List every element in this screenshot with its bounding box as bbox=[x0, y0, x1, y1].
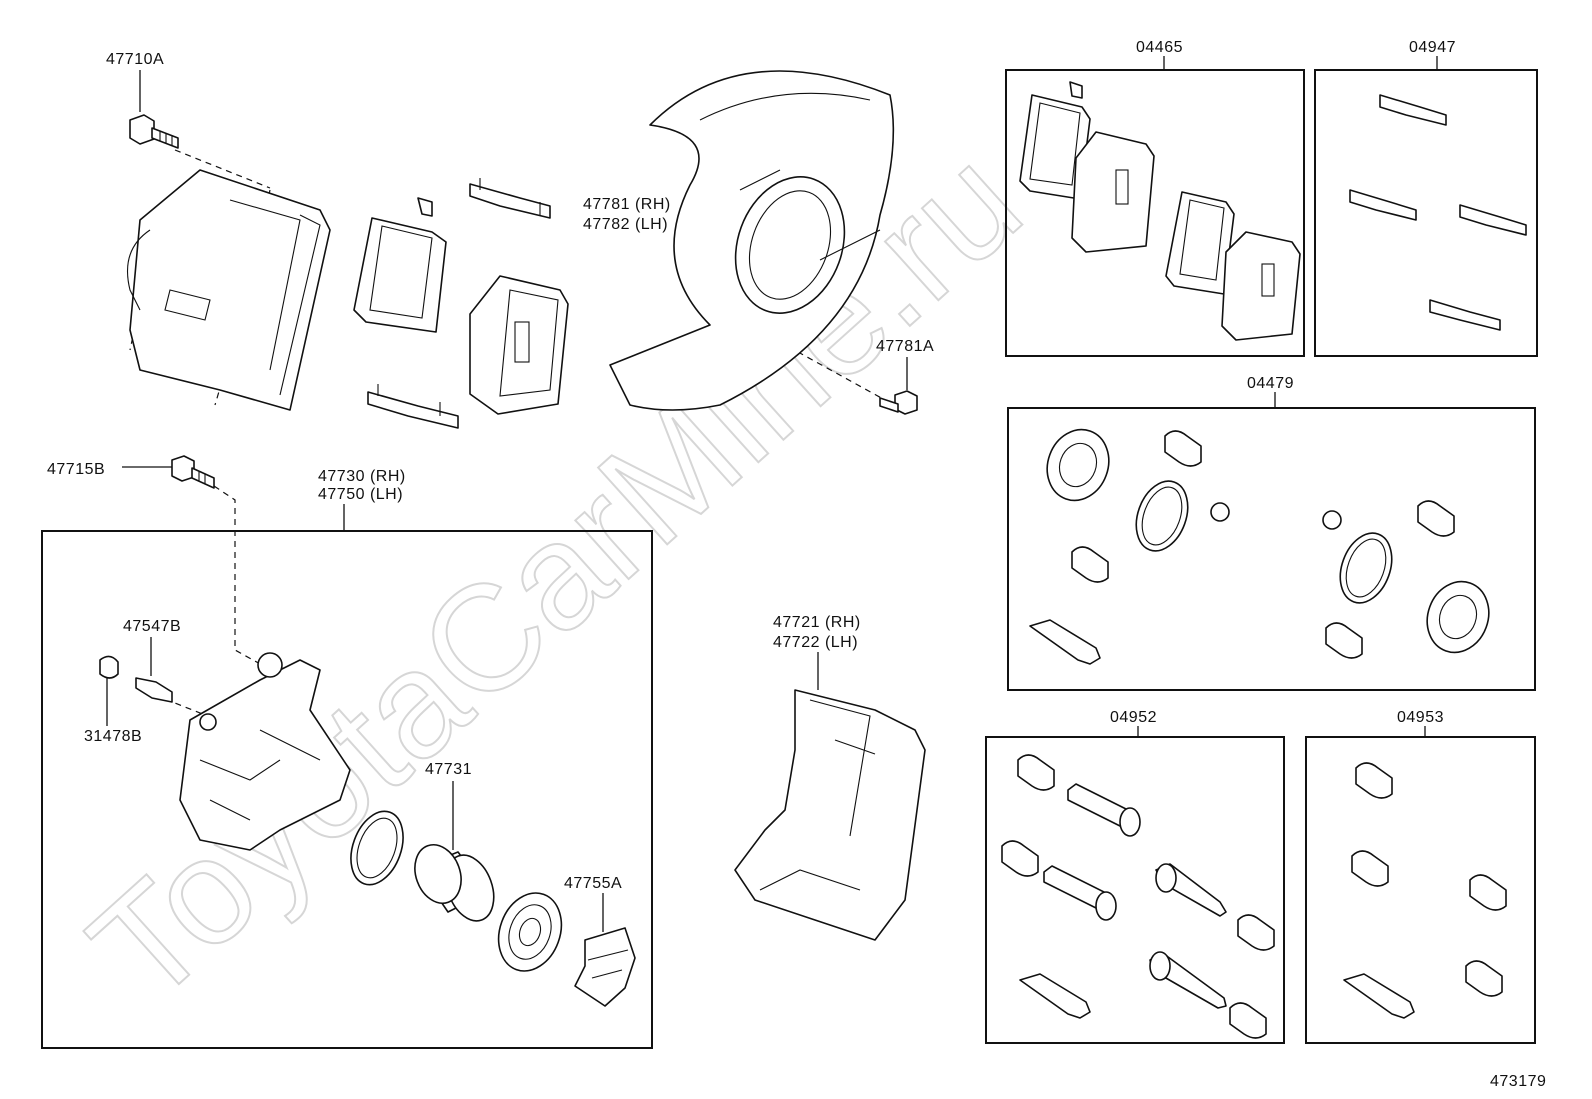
label-47750-lh[interactable]: 47750 (LH) bbox=[318, 486, 403, 503]
caliper-cylinder-icon[interactable] bbox=[179, 652, 351, 851]
kit-04479-boot-right-icon[interactable] bbox=[1417, 573, 1498, 661]
kit-04479-cap-2-icon[interactable] bbox=[1322, 510, 1342, 530]
label-04953[interactable]: 04953 bbox=[1397, 709, 1444, 726]
brake-pad-inner-icon[interactable] bbox=[353, 197, 447, 333]
label-47715B[interactable]: 47715B bbox=[47, 461, 105, 478]
kit-04947-shim-4-icon[interactable] bbox=[1429, 299, 1501, 331]
bolt-47781A-icon[interactable] bbox=[879, 390, 918, 415]
label-31478B[interactable]: 31478B bbox=[84, 728, 142, 745]
bolt-47710A-icon[interactable] bbox=[129, 114, 179, 149]
anti-squeal-shim-top-icon[interactable] bbox=[469, 178, 551, 219]
label-04952[interactable]: 04952 bbox=[1110, 709, 1157, 726]
kit-04465-box bbox=[1005, 69, 1305, 357]
kit-04479-boot-left-icon[interactable] bbox=[1037, 421, 1118, 509]
label-47781A[interactable]: 47781A bbox=[876, 338, 934, 355]
kit-04479-bush-3-icon[interactable] bbox=[1417, 500, 1455, 537]
kit-04953-grease-tube-icon[interactable] bbox=[1343, 973, 1415, 1019]
kit-04952-pin-1-icon[interactable] bbox=[1067, 783, 1141, 837]
label-47547B[interactable]: 47547B bbox=[123, 618, 181, 635]
kit-04953-bush-1-icon[interactable] bbox=[1355, 762, 1393, 799]
anti-squeal-shim-bottom-icon[interactable] bbox=[367, 384, 459, 429]
cap-31478B-icon[interactable] bbox=[99, 655, 119, 679]
disc-dust-cover-icon[interactable] bbox=[609, 70, 895, 411]
label-04947[interactable]: 04947 bbox=[1409, 39, 1456, 56]
brake-pad-outer-icon[interactable] bbox=[469, 275, 569, 415]
kit-04479-grease-tube-icon[interactable] bbox=[1029, 619, 1101, 665]
kit-04952-pin-3-icon[interactable] bbox=[1155, 863, 1227, 917]
kit-04952-bush-4-icon[interactable] bbox=[1229, 1002, 1267, 1039]
label-47710A[interactable]: 47710A bbox=[106, 51, 164, 68]
kit-04953-bush-4-icon[interactable] bbox=[1465, 960, 1503, 997]
kit-04465-pad-1-icon[interactable] bbox=[1019, 81, 1091, 200]
caliper-torque-plate-icon[interactable] bbox=[126, 169, 331, 411]
kit-04952-bush-3-icon[interactable] bbox=[1237, 914, 1275, 951]
kit-04479-seal-right-icon[interactable] bbox=[1331, 526, 1401, 610]
kit-04479-box bbox=[1007, 407, 1536, 691]
kit-04952-box bbox=[985, 736, 1285, 1044]
kit-04953-box bbox=[1305, 736, 1536, 1044]
kit-04479-bush-2-icon[interactable] bbox=[1071, 546, 1109, 583]
caliper-mounting-icon[interactable] bbox=[734, 689, 926, 941]
clip-47755A-icon[interactable] bbox=[574, 927, 636, 1007]
kit-04479-bush-1-icon[interactable] bbox=[1164, 430, 1202, 467]
label-47730-rh[interactable]: 47730 (RH) bbox=[318, 468, 406, 485]
kit-04947-shim-3-icon[interactable] bbox=[1459, 204, 1527, 236]
kit-04952-pin-2-icon[interactable] bbox=[1043, 865, 1117, 921]
kit-04947-box bbox=[1314, 69, 1538, 357]
label-47755A[interactable]: 47755A bbox=[564, 875, 622, 892]
kit-04952-bush-2-icon[interactable] bbox=[1001, 840, 1039, 877]
label-04465[interactable]: 04465 bbox=[1136, 39, 1183, 56]
caliper-assembly-box bbox=[41, 530, 653, 1049]
kit-04952-pin-4-icon[interactable] bbox=[1149, 951, 1227, 1009]
kit-04947-shim-2-icon[interactable] bbox=[1349, 189, 1417, 221]
label-47722-lh[interactable]: 47722 (LH) bbox=[773, 634, 858, 651]
piston-47731-icon[interactable] bbox=[407, 838, 502, 927]
bolt-47715B-icon[interactable] bbox=[171, 455, 215, 489]
kit-04479-seal-left-icon[interactable] bbox=[1127, 474, 1197, 558]
kit-04465-pad-2-icon[interactable] bbox=[1071, 131, 1155, 253]
kit-04952-grease-tube-icon[interactable] bbox=[1019, 973, 1091, 1019]
kit-04479-cap-1-icon[interactable] bbox=[1210, 502, 1230, 522]
label-04479[interactable]: 04479 bbox=[1247, 375, 1294, 392]
cylinder-boot-icon[interactable] bbox=[488, 884, 572, 980]
piston-seal-ring-icon[interactable] bbox=[341, 804, 412, 892]
label-47731[interactable]: 47731 bbox=[425, 761, 472, 778]
label-47782-lh[interactable]: 47782 (LH) bbox=[583, 216, 668, 233]
kit-04947-shim-1-icon[interactable] bbox=[1379, 94, 1447, 126]
kit-04953-bush-2-icon[interactable] bbox=[1351, 850, 1389, 887]
label-47781-rh[interactable]: 47781 (RH) bbox=[583, 196, 671, 213]
bleeder-47547B-icon[interactable] bbox=[135, 677, 173, 703]
kit-04465-pad-4-icon[interactable] bbox=[1221, 231, 1301, 341]
kit-04479-bush-4-icon[interactable] bbox=[1325, 622, 1363, 659]
diagram-number: 473179 bbox=[1490, 1073, 1546, 1090]
kit-04952-bush-1-icon[interactable] bbox=[1017, 754, 1055, 791]
label-47721-rh[interactable]: 47721 (RH) bbox=[773, 614, 861, 631]
kit-04953-bush-3-icon[interactable] bbox=[1469, 874, 1507, 911]
